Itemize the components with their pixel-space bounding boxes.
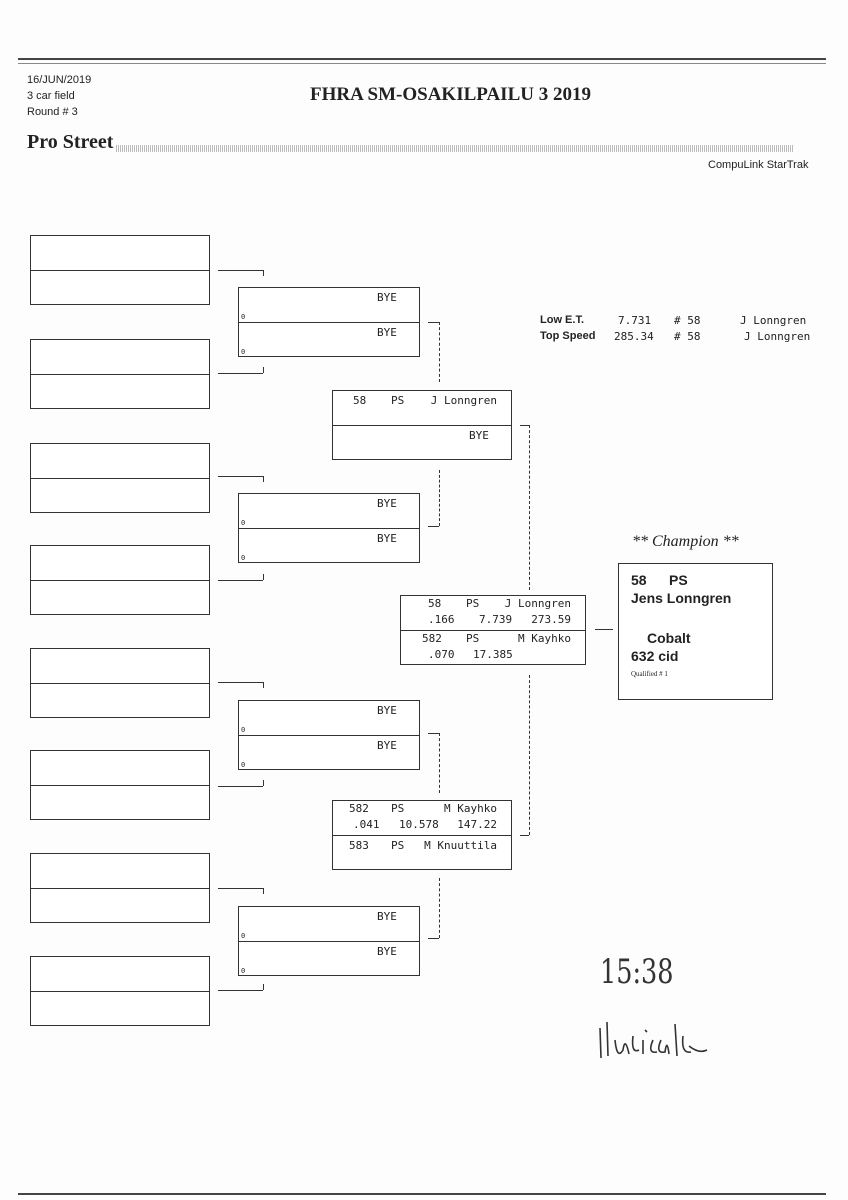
round1-slot xyxy=(30,339,210,409)
driver-name: J Lonngren xyxy=(430,394,497,407)
low-et-value: 7.731 xyxy=(618,314,652,327)
zero-label: 0 xyxy=(241,519,246,527)
handwritten-signature xyxy=(599,1021,708,1059)
low-et-car: # 58 xyxy=(674,314,701,327)
champion-qualified: Qualified # 1 xyxy=(631,670,668,678)
low-et-label: Low E.T. xyxy=(540,314,584,326)
bye-label: BYE xyxy=(377,291,397,304)
bye-label: BYE xyxy=(377,532,397,545)
driver-name: M Kayhko xyxy=(518,632,571,645)
round1-slot xyxy=(30,648,210,718)
zero-label: 0 xyxy=(241,313,246,321)
champion-car: 58 xyxy=(631,572,647,588)
car-number: 583 xyxy=(349,839,369,852)
zero-label: 0 xyxy=(241,554,246,562)
round2-pairing: BYE 0 BYE 0 xyxy=(238,906,420,976)
car-class: PS xyxy=(391,394,405,407)
round1-slot xyxy=(30,853,210,923)
driver-name: M Knuuttila xyxy=(424,839,497,852)
reaction-time: .070 xyxy=(428,648,455,661)
low-et-driver: J Lonngren xyxy=(740,314,807,327)
speed: 273.59 xyxy=(531,613,571,626)
page-title: FHRA SM-OSAKILPAILU 3 2019 xyxy=(310,84,591,105)
round1-slot xyxy=(30,956,210,1026)
bye-label: BYE xyxy=(469,429,489,442)
class-title: Pro Street xyxy=(27,131,114,153)
reaction-time: .166 xyxy=(428,613,455,626)
round2-pairing: BYE 0 BYE 0 xyxy=(238,493,420,563)
zero-label: 0 xyxy=(241,726,246,734)
round1-slot xyxy=(30,235,210,305)
champion-class: PS xyxy=(669,572,688,588)
top-rule xyxy=(18,58,826,60)
bye-label: BYE xyxy=(377,739,397,752)
event-info: 16/JUN/2019 3 car field Round # 3 xyxy=(27,72,91,120)
bye-label: BYE xyxy=(377,326,397,339)
round1-slot xyxy=(30,443,210,513)
round3-pairing: 582 PS M Kayhko .041 10.578 147.22 583 P… xyxy=(332,800,512,870)
bottom-rule xyxy=(18,1193,826,1195)
field-size: 3 car field xyxy=(27,90,75,102)
zero-label: 0 xyxy=(241,761,246,769)
zero-label: 0 xyxy=(241,348,246,356)
driver-name: J Lonngren xyxy=(504,597,571,610)
champion-make: Cobalt xyxy=(647,630,691,646)
top-speed-label: Top Speed xyxy=(540,330,596,342)
software-name: CompuLink StarTrak xyxy=(708,159,809,171)
bye-label: BYE xyxy=(377,910,397,923)
car-number: 58 xyxy=(353,394,367,407)
zero-label: 0 xyxy=(241,932,246,940)
elapsed-time: 17.385 xyxy=(473,648,513,661)
car-number: 582 xyxy=(349,802,369,815)
round1-slot xyxy=(30,750,210,820)
handwritten-time: 15:38 xyxy=(600,952,674,992)
round3-pairing: 58 PS J Lonngren BYE xyxy=(332,390,512,460)
bye-label: BYE xyxy=(377,945,397,958)
final-pairing: 58 PS J Lonngren .166 7.739 273.59 582 P… xyxy=(400,595,586,665)
champion-box: 58 PS Jens Lonngren Cobalt 632 cid Quali… xyxy=(618,563,773,700)
car-number: 58 xyxy=(428,597,442,610)
car-class: PS xyxy=(466,597,480,610)
champion-name: Jens Lonngren xyxy=(631,590,732,606)
elapsed-time: 7.739 xyxy=(479,613,513,626)
top-rule-thin xyxy=(18,63,826,64)
top-speed-driver: J Lonngren xyxy=(744,330,811,343)
speed: 147.22 xyxy=(457,818,497,831)
car-class: PS xyxy=(391,839,405,852)
bye-label: BYE xyxy=(377,497,397,510)
round-number: Round # 3 xyxy=(27,106,78,118)
champion-engine: 632 cid xyxy=(631,648,679,664)
zero-label: 0 xyxy=(241,967,246,975)
car-number: 582 xyxy=(422,632,442,645)
top-speed-car: # 58 xyxy=(674,330,701,343)
champion-heading: ** Champion ** xyxy=(632,533,739,550)
event-date: 16/JUN/2019 xyxy=(27,74,92,86)
round2-pairing: BYE 0 BYE 0 xyxy=(238,700,420,770)
title-fill-pattern xyxy=(116,145,793,152)
reaction-time: .041 xyxy=(353,818,380,831)
round2-pairing: BYE 0 BYE 0 xyxy=(238,287,420,357)
elapsed-time: 10.578 xyxy=(399,818,439,831)
car-class: PS xyxy=(466,632,480,645)
bye-label: BYE xyxy=(377,704,397,717)
round1-slot xyxy=(30,545,210,615)
top-speed-value: 285.34 xyxy=(614,330,654,343)
driver-name: M Kayhko xyxy=(444,802,497,815)
car-class: PS xyxy=(391,802,405,815)
